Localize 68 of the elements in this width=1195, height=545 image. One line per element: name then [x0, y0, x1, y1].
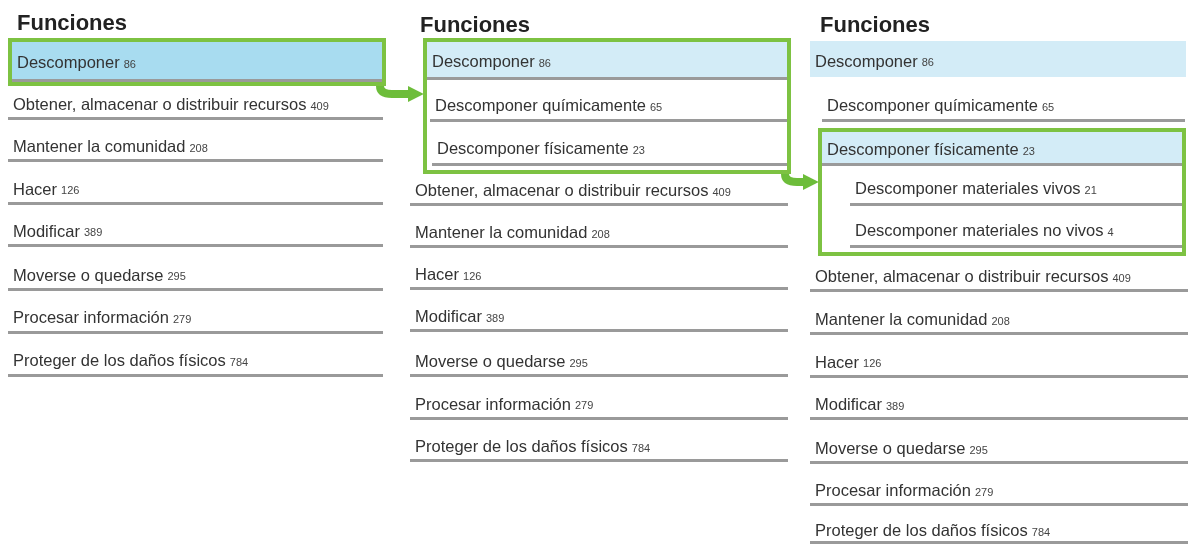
- function-name: Descomponer: [17, 52, 120, 74]
- function-name: Proteger de los daños físicos: [13, 350, 226, 372]
- function-name: Obtener, almacenar o distribuir recursos: [815, 266, 1109, 288]
- count: 409: [1112, 270, 1131, 286]
- function-name: Procesar información: [13, 307, 169, 329]
- count: 784: [229, 354, 249, 370]
- count: 208: [189, 140, 208, 156]
- count: 126: [463, 268, 482, 284]
- count: 784: [631, 440, 651, 456]
- count: 21: [1084, 182, 1097, 198]
- count: 295: [569, 355, 588, 371]
- function-name: Procesar información: [815, 480, 971, 502]
- highlight-frame: [818, 128, 1186, 256]
- column-heading: Funciones: [17, 9, 127, 37]
- function-name: Mantener la comunidad: [415, 222, 588, 244]
- count: 389: [485, 310, 505, 326]
- column-heading: Funciones: [420, 11, 530, 39]
- column-heading: Funciones: [820, 11, 930, 39]
- count: 409: [712, 184, 731, 200]
- count: 65: [1041, 99, 1055, 115]
- list-row: [810, 41, 1186, 77]
- count: 126: [863, 356, 882, 372]
- function-name: Obtener, almacenar o distribuir recursos: [415, 180, 709, 202]
- count: 208: [591, 226, 610, 242]
- function-name: Moverse o quedarse: [815, 438, 966, 460]
- function-name: Descomponer: [815, 50, 918, 72]
- count: 86: [921, 55, 934, 71]
- list-row: [427, 42, 787, 80]
- function-name: Hacer: [415, 264, 459, 286]
- function-name: Moverse o quedarse: [415, 351, 566, 373]
- count: 279: [974, 484, 994, 500]
- function-name: Proteger de los daños físicos: [415, 436, 628, 458]
- count: 279: [574, 398, 594, 414]
- function-name: Descomponer físicamente: [437, 138, 629, 160]
- function-name: Modificar: [415, 306, 482, 328]
- function-name: Descomponer materiales no vivos: [855, 220, 1104, 242]
- count: 279: [172, 311, 192, 327]
- function-name: Modificar: [13, 220, 80, 242]
- count: 23: [632, 142, 645, 158]
- count: 86: [538, 55, 551, 71]
- list-row: [822, 132, 1182, 166]
- count: 86: [123, 56, 136, 72]
- count: 784: [1031, 524, 1051, 540]
- function-name: Descomponer físicamente: [827, 139, 1019, 161]
- count: 23: [1022, 143, 1035, 159]
- function-name: Descomponer materiales vivos: [855, 178, 1081, 200]
- function-name: Mantener la comunidad: [13, 136, 186, 158]
- count: 295: [167, 269, 186, 285]
- function-name: Mantener la comunidad: [815, 309, 988, 331]
- function-name: Descomponer químicamente: [435, 95, 646, 117]
- function-name: Moverse o quedarse: [13, 264, 164, 286]
- count: 65: [649, 99, 663, 115]
- count: 389: [83, 225, 103, 241]
- function-name: Descomponer químicamente: [827, 95, 1038, 117]
- count: 295: [969, 442, 988, 458]
- function-name: Proteger de los daños físicos: [815, 520, 1028, 542]
- function-name: Hacer: [13, 178, 57, 200]
- count: 389: [885, 398, 905, 414]
- count: 208: [991, 313, 1010, 329]
- function-name: Obtener, almacenar o distribuir recursos: [13, 94, 307, 116]
- count: 409: [310, 98, 329, 114]
- count: 4: [1107, 224, 1114, 240]
- function-name: Descomponer: [432, 51, 535, 73]
- function-name: Modificar: [815, 394, 882, 416]
- function-name: Procesar información: [415, 393, 571, 415]
- count: 126: [61, 183, 80, 199]
- highlight-frame: [423, 38, 791, 174]
- function-name: Hacer: [815, 351, 859, 373]
